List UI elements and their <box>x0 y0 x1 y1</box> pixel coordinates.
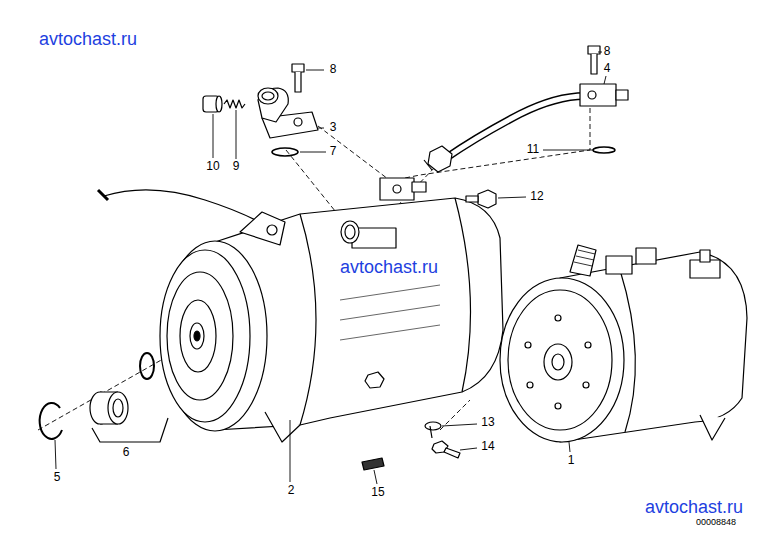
callout-number: 5 <box>52 471 63 484</box>
callout-number: 12 <box>528 190 545 203</box>
watermark: avtochast.ru <box>643 498 745 518</box>
callout-number: 13 <box>479 416 496 429</box>
callout-number: 15 <box>369 486 386 499</box>
callout-number: 1 <box>566 454 577 467</box>
callout-number: 4 <box>602 62 613 75</box>
callout-number: 2 <box>286 484 297 497</box>
callout-number: 14 <box>479 440 496 453</box>
watermark: avtochast.ru <box>338 258 440 278</box>
callout-number: 3 <box>328 121 339 134</box>
callout-number: 10 <box>204 160 221 173</box>
callout-number: 8 <box>602 45 613 58</box>
callout-number: 9 <box>231 160 242 173</box>
drawing-number: 00008848 <box>694 518 738 528</box>
watermark: avtochast.ru <box>37 30 139 50</box>
callout-number: 7 <box>328 145 339 158</box>
callout-number: 8 <box>328 63 339 76</box>
callout-number: 6 <box>121 446 132 459</box>
callout-number: 11 <box>525 143 541 156</box>
